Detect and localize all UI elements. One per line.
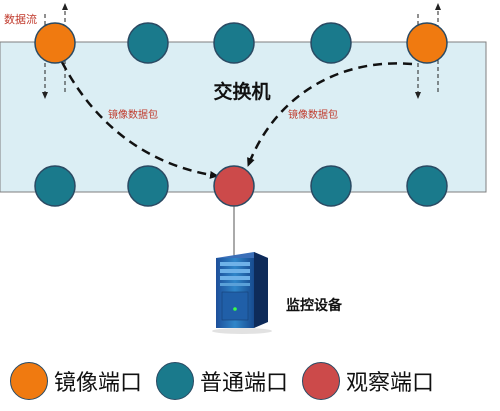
monitor-device-label: 监控设备 xyxy=(286,297,343,314)
mirror-port-top-5 xyxy=(406,22,448,64)
legend-swatch-mirror-port xyxy=(10,362,48,400)
mirror-packet-label-left: 镜像数据包 xyxy=(108,108,158,121)
switch-label: 交换机 xyxy=(213,80,270,103)
mirror-port-top-1 xyxy=(34,22,76,64)
mirror-packet-arrow-right xyxy=(246,62,413,167)
legend-label-normal-port: 普通端口 xyxy=(200,371,289,396)
mirror-packet-arrow-left xyxy=(60,61,219,179)
legend-item-normal-port: 普通端口 xyxy=(156,362,288,400)
normal-port-bottom-2 xyxy=(127,165,169,207)
normal-port-top-4 xyxy=(310,22,352,64)
normal-port-bottom-4 xyxy=(310,165,352,207)
legend: 镜像端口 普通端口 观察端口 xyxy=(0,356,500,406)
normal-port-bottom-1 xyxy=(34,165,76,207)
switch-box xyxy=(0,41,487,193)
observe-port-bottom-3 xyxy=(213,165,255,207)
normal-port-bottom-5 xyxy=(406,165,448,207)
normal-port-top-3 xyxy=(213,22,255,64)
legend-label-observe-port: 观察端口 xyxy=(346,371,435,396)
legend-swatch-observe-port xyxy=(302,362,341,400)
mirror-packet-label-right: 镜像数据包 xyxy=(288,108,338,121)
normal-port-top-2 xyxy=(127,22,169,64)
server-icon xyxy=(212,252,272,334)
legend-item-observe-port: 观察端口 xyxy=(302,362,434,400)
data-flow-label: 数据流 xyxy=(4,12,37,26)
legend-item-mirror-port: 镜像端口 xyxy=(10,362,142,400)
legend-swatch-normal-port xyxy=(156,362,195,400)
legend-label-mirror-port: 镜像端口 xyxy=(54,371,143,396)
